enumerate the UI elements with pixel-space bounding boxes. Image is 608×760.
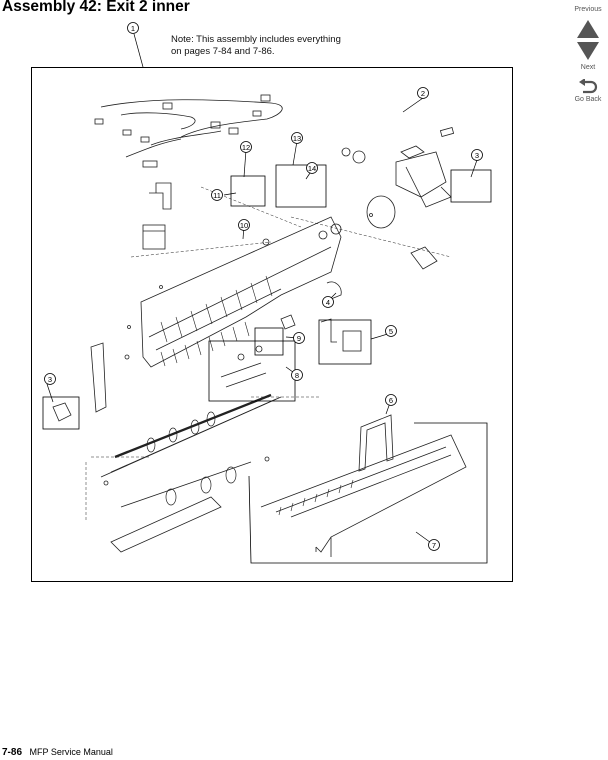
callout-8-label: 8 [295, 371, 299, 380]
callout-4-label: 4 [326, 298, 330, 307]
page-number: 7-86 [2, 747, 23, 758]
callout-13-label: 13 [293, 134, 301, 143]
assembly-note: Note: This assembly includes everything … [171, 34, 371, 57]
part-9-box [254, 327, 284, 356]
part-3-box-left [42, 396, 80, 430]
note-line-1: Note: This assembly includes everything [171, 34, 341, 45]
page-footer: 7-86 MFP Service Manual [2, 747, 113, 758]
part-11-box [230, 175, 266, 207]
callout-1-label: 1 [131, 24, 135, 33]
page-title: Assembly 42: Exit 2 inner [2, 0, 190, 15]
callout-6-label: 6 [389, 396, 393, 405]
callout-2-label: 2 [421, 89, 425, 98]
callout-3-label-right: 3 [475, 151, 479, 160]
part-3-box-right [450, 169, 492, 203]
exit-roller [114, 393, 272, 459]
main-frame [140, 216, 342, 368]
next-label: Next [580, 64, 596, 71]
callout-7-label: 7 [432, 541, 436, 550]
previous-arrow-icon[interactable] [576, 19, 600, 39]
cable-harness [100, 99, 283, 158]
exploded-parts-diagram: 2 3 3 4 5 6 7 8 9 10 11 12 13 14 [42, 87, 492, 564]
callout-1-leader: 1 [127, 22, 144, 68]
part-14-box [275, 164, 327, 208]
next-arrow-icon[interactable] [576, 41, 600, 61]
callout-11-label: 11 [213, 191, 221, 200]
callout-9-label: 9 [297, 334, 301, 343]
navigation-panel: Previous Next Go Back [568, 0, 608, 103]
callout-12-label: 12 [242, 143, 250, 152]
callout-5-label: 5 [389, 327, 393, 336]
go-back-label: Go Back [574, 96, 602, 103]
previous-label: Previous [574, 6, 602, 13]
callout-10-label: 10 [240, 221, 248, 230]
callout-3-label-left: 3 [48, 375, 52, 384]
part-7-box [248, 422, 488, 564]
part-8-box [208, 340, 296, 402]
part-5-box [318, 319, 372, 365]
go-back-icon[interactable] [577, 79, 599, 95]
manual-title: MFP Service Manual [29, 747, 113, 757]
diagram-frame [31, 67, 513, 582]
callout-14-label: 14 [308, 164, 316, 173]
exit-tray [260, 434, 467, 553]
note-line-2: on pages 7-84 and 7-86. [171, 45, 275, 57]
